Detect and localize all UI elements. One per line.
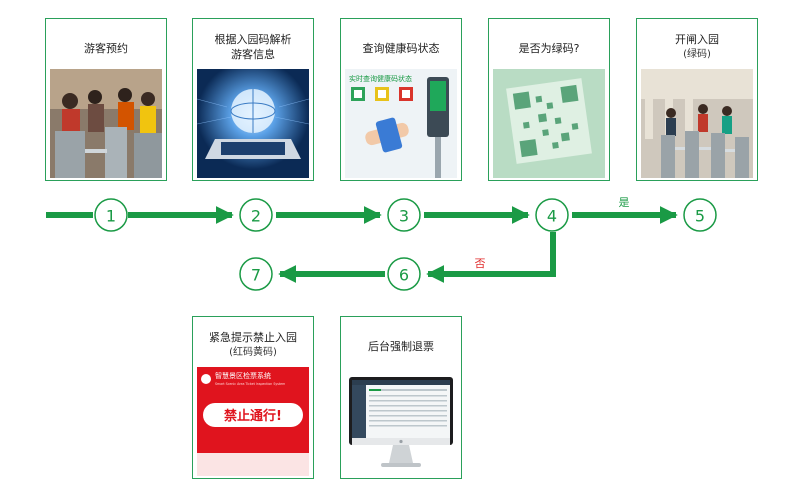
card-subtitle: 游客信息 [231,48,275,61]
card-visitor-reservation: 游客预约 [45,18,167,181]
card-subtitle: (红码黄码) [229,347,277,358]
card-open-gate: 开闸入园 (绿码) [636,18,758,181]
red-alert-screen: 智慧景区检票系统 Smart Scenic Area Ticket Inspec… [197,367,309,476]
system-subtitle: Smart Scenic Area Ticket Inspection Syst… [215,382,285,386]
step-label-6: 6 [399,266,409,285]
card-title: 紧急提示禁止入园 [209,331,297,344]
card-title: 后台强制退票 [368,340,434,353]
laptop-globe-photo [197,69,309,178]
overlay-text: 实时查询健康码状态 [349,74,412,83]
card-backend-forced-refund: 后台强制退票 [340,316,462,479]
card-check-health-code: 查询健康码状态 实时查询健康码状态 [340,18,462,181]
step-circle-4 [535,198,569,232]
step-circle-6 [387,257,421,291]
step-label-4: 4 [547,207,557,226]
step-label-1: 1 [106,207,116,226]
green-qr-photo [493,69,605,178]
arrow-4-6 [426,232,556,283]
step-circle-3 [387,198,421,232]
gate-entry-photo [641,69,753,178]
card-subtitle: (绿码) [683,49,711,60]
step-label-3: 3 [399,207,409,226]
card-parse-visitor-info: 根据入园码解析 游客信息 [192,18,314,181]
turnstile-photo [50,69,162,178]
card-is-green-code: 是否为绿码? [488,18,610,181]
card-title: 根据入园码解析 [214,33,292,46]
step-label-7: 7 [251,266,261,285]
card-title: 游客预约 [84,42,128,55]
step-label-2: 2 [251,207,261,226]
alert-text: 禁止通行! [224,408,282,424]
monitor-dashboard [345,367,457,476]
step-circle-7 [239,257,273,291]
step-circle-5 [683,198,717,232]
card-title: 开闸入园 [675,33,719,46]
decision-yes-label: 是 [619,196,630,209]
decision-no-label: 否 [475,257,486,270]
system-logo-icon [201,374,211,384]
card-title: 是否为绿码? [518,42,580,55]
step-label-5: 5 [695,207,705,226]
card-title: 查询健康码状态 [362,42,440,55]
card-emergency-deny-entry: 紧急提示禁止入园 (红码黄码) 智慧景区检票系统 Smart Scenic Ar… [192,316,314,479]
step-circle-1 [94,198,128,232]
apple-logo-icon [399,439,403,444]
health-code-scanner-photo: 实时查询健康码状态 [345,69,457,178]
system-name: 智慧景区检票系统 [215,371,271,380]
step-circle-2 [239,198,273,232]
